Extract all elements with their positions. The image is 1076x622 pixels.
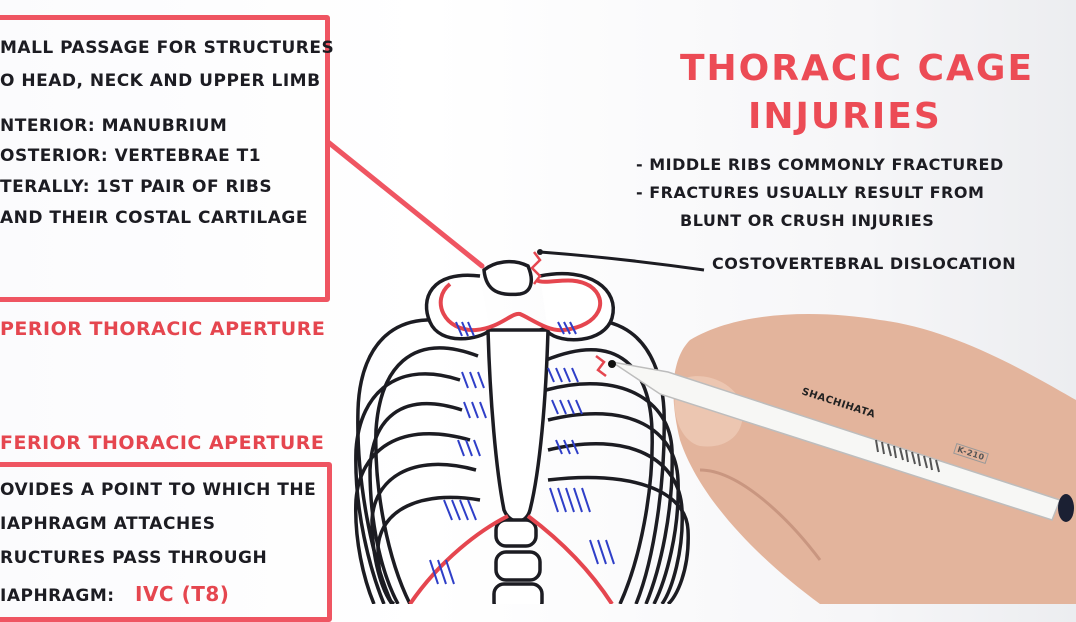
- inferior-aperture-outline: [408, 514, 614, 604]
- page-title-line-1: Thoracic cage: [680, 48, 1035, 89]
- upper-box-line-6: and their costal cartilage: [0, 208, 308, 228]
- fracture-mark: [595, 355, 607, 377]
- callout-line: [539, 250, 705, 272]
- red-connector-line: [325, 139, 485, 269]
- note-bullet-1: - Middle ribs commonly fractured: [636, 155, 1004, 174]
- pen: [608, 360, 1074, 522]
- upper-box-line-2: o head, neck and upper limb: [0, 71, 321, 91]
- upper-box-line-4: osterior: vertebrae T1: [0, 146, 262, 166]
- lower-box-line-3: ructures pass through: [0, 548, 268, 568]
- lower-box-line-2: iaphragm attaches: [0, 514, 216, 534]
- upper-box-line-3: nterior: manubrium: [0, 116, 228, 136]
- lower-box-line-4-text: iaphragm:: [0, 586, 115, 606]
- superior-aperture-label: perior thoracic aperture: [0, 318, 326, 340]
- upper-box-line-5: terally: 1st pair of ribs: [0, 177, 273, 197]
- upper-box-line-1: mall passage for structures: [0, 38, 335, 58]
- inferior-aperture-label: ferior thoracic aperture: [0, 432, 325, 454]
- lower-box-line-1: ovides a point to which the: [0, 480, 317, 500]
- rib-cage: [353, 259, 690, 604]
- note-bullet-3: blunt or crush injuries: [680, 211, 935, 230]
- page-title-line-2: injuries: [748, 96, 942, 137]
- intercostal-hatching: [429, 321, 615, 585]
- ivc-label: IVC (T8): [135, 582, 230, 606]
- lower-box-line-4: iaphragm: IVC (T8): [0, 582, 229, 606]
- thoracic-cage-illustration: [325, 139, 1076, 604]
- note-bullet-2: - Fractures usually result from: [636, 183, 985, 202]
- upper-aperture-box: [0, 15, 330, 302]
- costovertebral-callout: Costovertebral dislocation: [712, 254, 1017, 273]
